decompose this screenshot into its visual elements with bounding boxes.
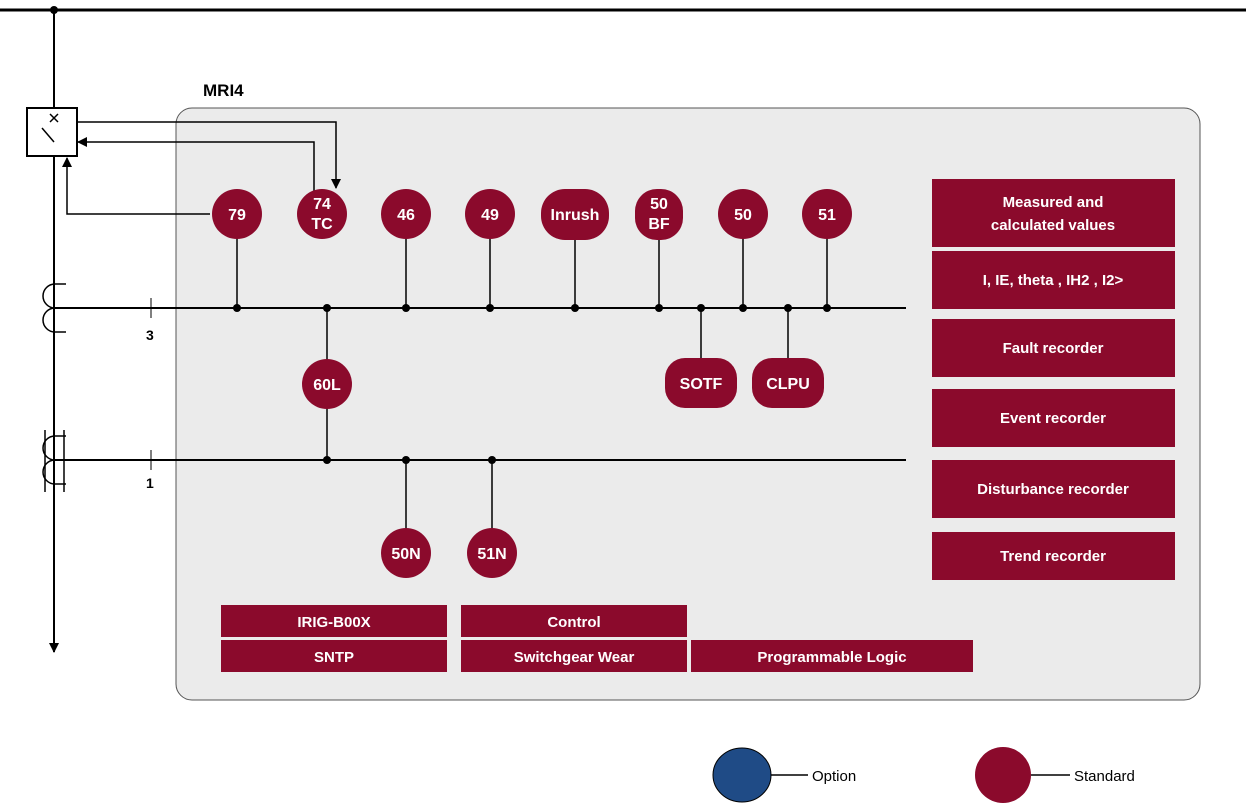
box-measured-quantities: I, IE, theta , IH2 , I2> xyxy=(932,251,1175,309)
function-46: 46 xyxy=(381,189,431,239)
legend-standard: Standard xyxy=(975,747,1135,803)
box-programmable-logic: Programmable Logic xyxy=(691,640,973,672)
device-title: MRI4 xyxy=(203,81,244,100)
function-50n: 50N xyxy=(381,528,431,578)
svg-text:IRIG-B00X: IRIG-B00X xyxy=(297,614,370,631)
function-50: 50 xyxy=(718,189,768,239)
svg-text:calculated values: calculated values xyxy=(991,217,1115,234)
svg-text:51N: 51N xyxy=(477,546,506,563)
svg-text:79: 79 xyxy=(228,207,246,224)
svg-text:SOTF: SOTF xyxy=(680,376,723,393)
svg-text:BF: BF xyxy=(648,216,670,233)
box-measured-values: Measured and calculated values xyxy=(932,179,1175,247)
svg-text:50: 50 xyxy=(734,207,752,224)
svg-text:Option: Option xyxy=(812,768,856,785)
phase-count-label: 3 xyxy=(146,327,154,343)
svg-text:I, IE, theta , IH2 , I2>: I, IE, theta , IH2 , I2> xyxy=(983,272,1124,289)
top-connectors xyxy=(236,236,828,530)
svg-text:Inrush: Inrush xyxy=(551,207,600,224)
svg-text:50N: 50N xyxy=(391,546,420,563)
function-sotf: SOTF xyxy=(665,358,737,408)
svg-text:46: 46 xyxy=(397,207,415,224)
ground-count-label: 1 xyxy=(146,475,154,491)
svg-text:49: 49 xyxy=(481,207,499,224)
function-74tc: 74 TC xyxy=(297,189,347,239)
svg-text:Trend recorder: Trend recorder xyxy=(1000,548,1106,565)
function-49: 49 xyxy=(465,189,515,239)
box-event-recorder: Event recorder xyxy=(932,389,1175,447)
trip-wiring xyxy=(62,121,341,215)
standard-swatch-icon xyxy=(975,747,1031,803)
svg-text:Programmable Logic: Programmable Logic xyxy=(757,649,906,666)
svg-text:50: 50 xyxy=(650,196,668,213)
svg-text:Disturbance recorder: Disturbance recorder xyxy=(977,481,1129,498)
box-trend-recorder: Trend recorder xyxy=(932,532,1175,580)
box-switchgear-wear: Switchgear Wear xyxy=(461,640,687,672)
box-irig: IRIG-B00X xyxy=(221,605,447,637)
svg-text:Control: Control xyxy=(547,614,600,631)
svg-text:Fault recorder: Fault recorder xyxy=(1003,340,1104,357)
function-79: 79 xyxy=(212,189,262,239)
svg-text:Standard: Standard xyxy=(1074,768,1135,785)
function-50bf: 50 BF xyxy=(635,189,683,240)
legend-option: Option xyxy=(712,747,856,803)
box-disturbance-recorder: Disturbance recorder xyxy=(932,460,1175,518)
box-control: Control xyxy=(461,605,687,637)
box-sntp: SNTP xyxy=(221,640,447,672)
svg-text:Event recorder: Event recorder xyxy=(1000,410,1106,427)
function-51: 51 xyxy=(802,189,852,239)
function-60l: 60L xyxy=(302,359,352,409)
svg-text:TC: TC xyxy=(311,216,333,233)
circuit-breaker-icon xyxy=(26,107,78,157)
svg-text:Switchgear Wear: Switchgear Wear xyxy=(514,649,635,666)
function-51n: 51N xyxy=(467,528,517,578)
option-swatch-icon xyxy=(712,747,772,803)
function-clpu: CLPU xyxy=(752,358,824,408)
svg-text:51: 51 xyxy=(818,207,836,224)
svg-text:Measured and: Measured and xyxy=(1003,194,1104,211)
svg-text:74: 74 xyxy=(313,196,331,213)
svg-text:60L: 60L xyxy=(313,377,341,394)
connector-dots xyxy=(233,304,831,464)
box-fault-recorder: Fault recorder xyxy=(932,319,1175,377)
function-inrush: Inrush xyxy=(541,189,609,240)
svg-text:CLPU: CLPU xyxy=(766,376,810,393)
svg-text:SNTP: SNTP xyxy=(314,649,354,666)
